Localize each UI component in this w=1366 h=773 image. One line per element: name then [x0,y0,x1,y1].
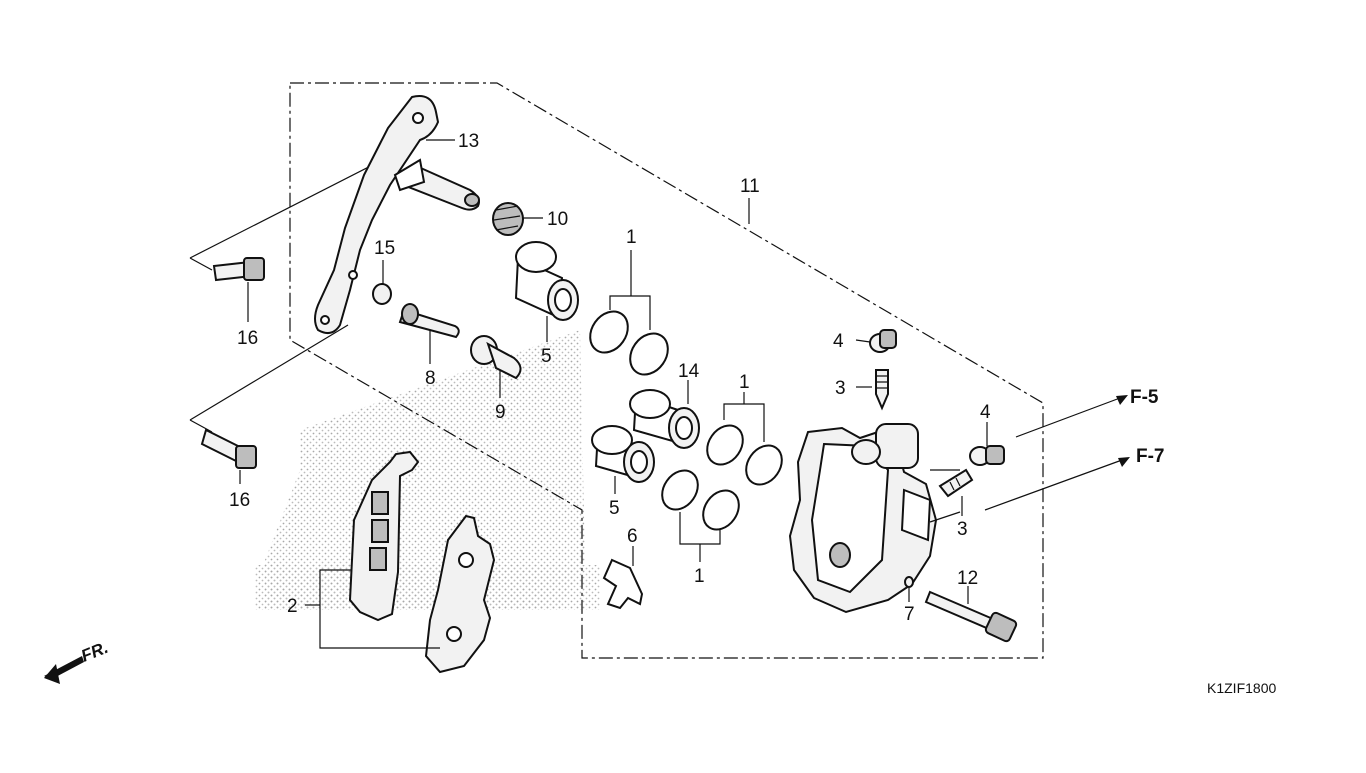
callout-16-lower: 16 [229,490,250,511]
slide-pin-part [470,335,522,380]
bolt-lower-part [200,428,257,469]
callout-16-upper: 16 [237,328,258,349]
brake-pad-outer [424,514,496,674]
piston-lower [591,425,655,483]
callout-5-lower: 5 [609,498,620,519]
callout-4-right: 4 [980,402,991,423]
callout-6: 6 [627,526,638,547]
bracket-part [314,95,480,335]
bolt-upper-part [212,257,265,282]
bracket-2 [319,569,440,649]
leader-4a [855,339,871,343]
brake-pad-inner [348,450,420,622]
callout-13: 14 [678,361,700,382]
callout-1-upper: 1 [626,227,637,248]
callout-1-middle: 1 [739,372,750,393]
callout-1-lower: 1 [694,566,705,587]
washer-part [372,283,392,305]
callout-15: 15 [374,238,395,259]
reference-f7[interactable]: F-7 [1136,446,1165,467]
callout-3-upper: 3 [835,378,846,399]
bleeder-valve-right [938,468,974,498]
callout-2: 2 [287,596,298,617]
bleeder-valve-upper [875,369,889,411]
callout-11: 11 [740,176,760,197]
bolt-leader-lower-b [189,419,213,433]
o-ring-part [904,576,914,588]
piston-upper [514,241,579,321]
callout-5-upper: 5 [541,346,552,367]
callout-12: 13 [458,131,479,152]
callout-8: 8 [425,368,436,389]
piston-13 [629,389,700,449]
seals-middle [706,424,783,486]
ref-arrow-f5 [1116,395,1128,405]
callout-9: 9 [495,402,506,423]
ref-arrow-f7 [1118,457,1130,467]
seals-lower [661,469,740,531]
ref-leader-f7 [984,459,1123,511]
front-direction-label: FR. [78,638,111,666]
callout-4-upper: 4 [833,331,844,352]
callout-3-right: 3 [957,519,968,540]
bleeder-cap-upper [869,329,897,353]
callout-14: 12 [957,568,978,589]
seals-upper [589,310,669,376]
bracket-1a [609,295,651,330]
front-direction-icon [44,656,84,684]
callout-10: 10 [547,209,568,230]
caliper-body [788,423,938,614]
bleeder-cap-right [969,445,1005,466]
bolt-leader-lower [189,324,349,421]
leader-3b-inner [929,511,961,523]
pin-part [398,303,460,339]
assembly-frame [289,82,1044,659]
bolt-leader-upper-b [189,257,213,271]
pad-spring-part [602,558,644,610]
callout-7: 7 [904,604,915,625]
diagram-code: K1ZIF1800 [1207,680,1276,696]
caliper-bolt-part [924,590,1018,643]
watermark [255,330,600,610]
boot-part [492,202,524,236]
reference-f5[interactable]: F-5 [1130,387,1159,408]
ref-leader-f5 [1015,397,1121,438]
